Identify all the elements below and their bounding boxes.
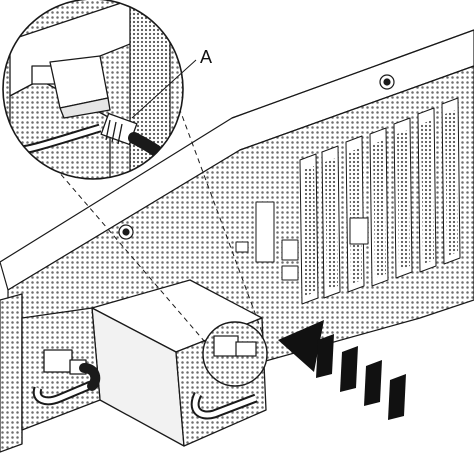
arrow-dash-1 (316, 334, 334, 378)
insertion-arrow (278, 320, 406, 420)
power-cord (128, 132, 164, 158)
arrow-dash-2 (340, 346, 358, 392)
magnified-inset (2, 0, 197, 180)
callout-leader (131, 59, 197, 119)
arrow-dash-3 (364, 360, 382, 406)
callout-label-a: A (200, 47, 213, 67)
magnifier-leader-lines (39, 109, 263, 343)
arrow-dash-4 (388, 374, 406, 420)
thumbscrew (118, 74, 395, 240)
connector-detail-circle (202, 321, 268, 387)
io-ports (235, 201, 369, 281)
arrow-head (278, 320, 324, 372)
installed-power-cord (43, 349, 101, 391)
rack-flange (0, 293, 23, 453)
